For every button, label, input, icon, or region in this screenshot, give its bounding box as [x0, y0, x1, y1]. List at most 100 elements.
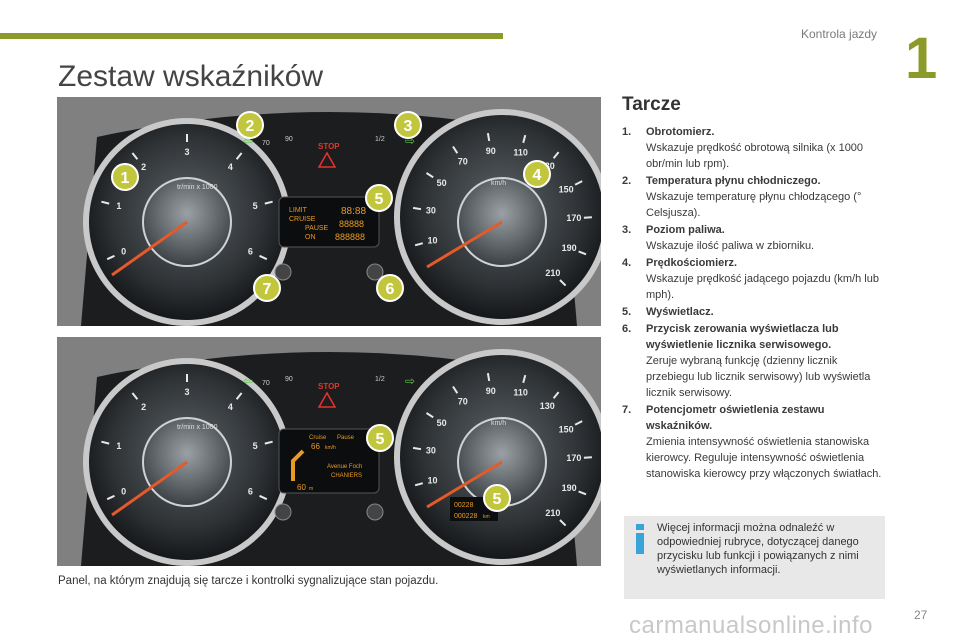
dial-item-heading: Wyświetlacz. [646, 306, 714, 318]
center-display [278, 196, 380, 248]
scale-tick [259, 494, 268, 501]
callout-5b-badge [483, 484, 511, 512]
callout-6-badge [376, 274, 404, 302]
dial-item-number: 2. [622, 175, 632, 187]
temp-gauge-mark-1: 70 [262, 140, 270, 147]
dial-item-number: 4. [622, 257, 632, 269]
dials-section: Tarcze 1.Obrotomierz.Wskazuje prędkość o… [622, 94, 886, 483]
display-line-3: PAUSE [305, 225, 329, 232]
scale-tick [264, 200, 273, 205]
scale-label: 0 [121, 247, 126, 257]
scale-label: 190 [562, 483, 577, 493]
info-icon [636, 524, 644, 554]
callout-5-badge [365, 184, 393, 212]
scale-label: 10 [427, 476, 437, 486]
scale-label: 70 [458, 157, 468, 167]
scale-tick [425, 172, 434, 179]
scale-tick [101, 200, 110, 205]
scale-label: 170 [566, 453, 581, 463]
tachometer-unit: tr/min x 1000 [177, 424, 218, 431]
scale-label: 1 [116, 441, 121, 451]
center-display [278, 428, 380, 494]
tachometer-needle [111, 460, 188, 517]
scale-tick [522, 134, 527, 144]
header-accent-bar [0, 33, 503, 39]
display-distance-unit: m [309, 486, 313, 492]
dial-item-heading: Obrotomierz. [646, 126, 715, 138]
scale-tick [452, 145, 459, 154]
info-box: Więcej informacji można odnaleźć w odpow… [624, 516, 885, 599]
warning-triangle-icon [317, 391, 337, 408]
scale-label: 90 [486, 146, 496, 156]
temp-gauge-mark-2: 90 [285, 376, 293, 383]
dials-heading: Tarcze [622, 94, 681, 115]
callout-5b: 5 [493, 491, 502, 508]
callout-2-badge [236, 111, 264, 139]
odometer-unit: km [483, 514, 490, 520]
dial-item-body: Poziom paliwa.Wskazuje ilość paliwa w zb… [646, 222, 886, 254]
dial-item-number: 5. [622, 306, 632, 318]
scale-label: 30 [426, 446, 436, 456]
left-indicator-icon: ⇦ [243, 134, 253, 148]
dial-item-body: Przycisk zerowania wyświetlacza lub wyśw… [646, 321, 886, 401]
display-line-1: LIMIT [289, 207, 308, 214]
scale-label: 50 [437, 418, 447, 428]
scale-label: 2 [141, 402, 146, 412]
scale-tick [264, 440, 273, 445]
right-indicator-icon: ⇨ [405, 134, 415, 148]
callout-5a: 5 [376, 431, 385, 448]
dial-item-body: Potencjometr oświetlenia zestawu wskaźni… [646, 402, 886, 482]
scale-label: 4 [228, 162, 233, 172]
display-digits-1: 88:88 [341, 206, 366, 217]
watermark: carmanualsonline.info [629, 612, 873, 639]
tachometer-unit: tr/min x 1000 [177, 184, 218, 191]
scale-label: 170 [566, 213, 581, 223]
fuel-gauge-mark: 1/2 [375, 376, 385, 383]
dial-item: 7.Potencjometr oświetlenia zestawu wskaź… [622, 402, 886, 482]
scale-tick [578, 490, 587, 496]
scale-tick [131, 152, 139, 160]
page-number: 27 [914, 608, 928, 622]
chapter-number: 1 [905, 26, 938, 91]
display-cruise: Cruise [309, 435, 327, 441]
scale-tick [486, 132, 491, 142]
display-line-4: ON [305, 234, 316, 241]
speedometer-needle [426, 220, 503, 269]
dial-item-heading: Potencjometr oświetlenia zestawu wskaźni… [646, 404, 825, 432]
scale-label: 90 [486, 386, 496, 396]
scale-tick [559, 519, 567, 527]
scale-label: 6 [248, 247, 253, 257]
scale-label: 150 [559, 184, 574, 194]
scale-tick [552, 391, 560, 399]
callout-1-badge [111, 163, 139, 191]
display-speed-unit: km/h [325, 445, 336, 451]
scale-tick [259, 254, 268, 261]
navigation-arrow-icon [291, 449, 305, 481]
scale-tick [574, 180, 583, 186]
dial-item: 4.Prędkościomierz.Wskazuje prędkość jadą… [622, 255, 886, 303]
scale-tick [578, 250, 587, 256]
dial-item: 6.Przycisk zerowania wyświetlacza lub wy… [622, 321, 886, 401]
dial-item: 1.Obrotomierz.Wskazuje prędkość obrotową… [622, 124, 886, 172]
display-pause: Pause [337, 435, 355, 441]
scale-label: 6 [248, 487, 253, 497]
info-text: Więcej informacji można odnaleźć w odpow… [657, 522, 859, 576]
display-digits-3: 888888 [335, 232, 365, 242]
stop-warning: STOP [318, 382, 340, 391]
dial-item-number: 3. [622, 224, 632, 236]
speedometer-unit: km/h [491, 180, 506, 187]
figure-caption: Panel, na którym znajdują się tarcze i k… [58, 575, 439, 587]
callout-5a-badge [366, 424, 394, 452]
dial-item-heading: Poziom paliwa. [646, 224, 725, 236]
scale-label: 110 [513, 388, 528, 398]
scale-tick [101, 440, 110, 445]
callout-4: 4 [533, 167, 542, 184]
dial-item-heading: Przycisk zerowania wyświetlacza lub wyśw… [646, 323, 839, 351]
dial-item-body: Obrotomierz.Wskazuje prędkość obrotową s… [646, 124, 886, 172]
scale-tick [412, 206, 422, 211]
dimmer-knob [366, 263, 384, 281]
